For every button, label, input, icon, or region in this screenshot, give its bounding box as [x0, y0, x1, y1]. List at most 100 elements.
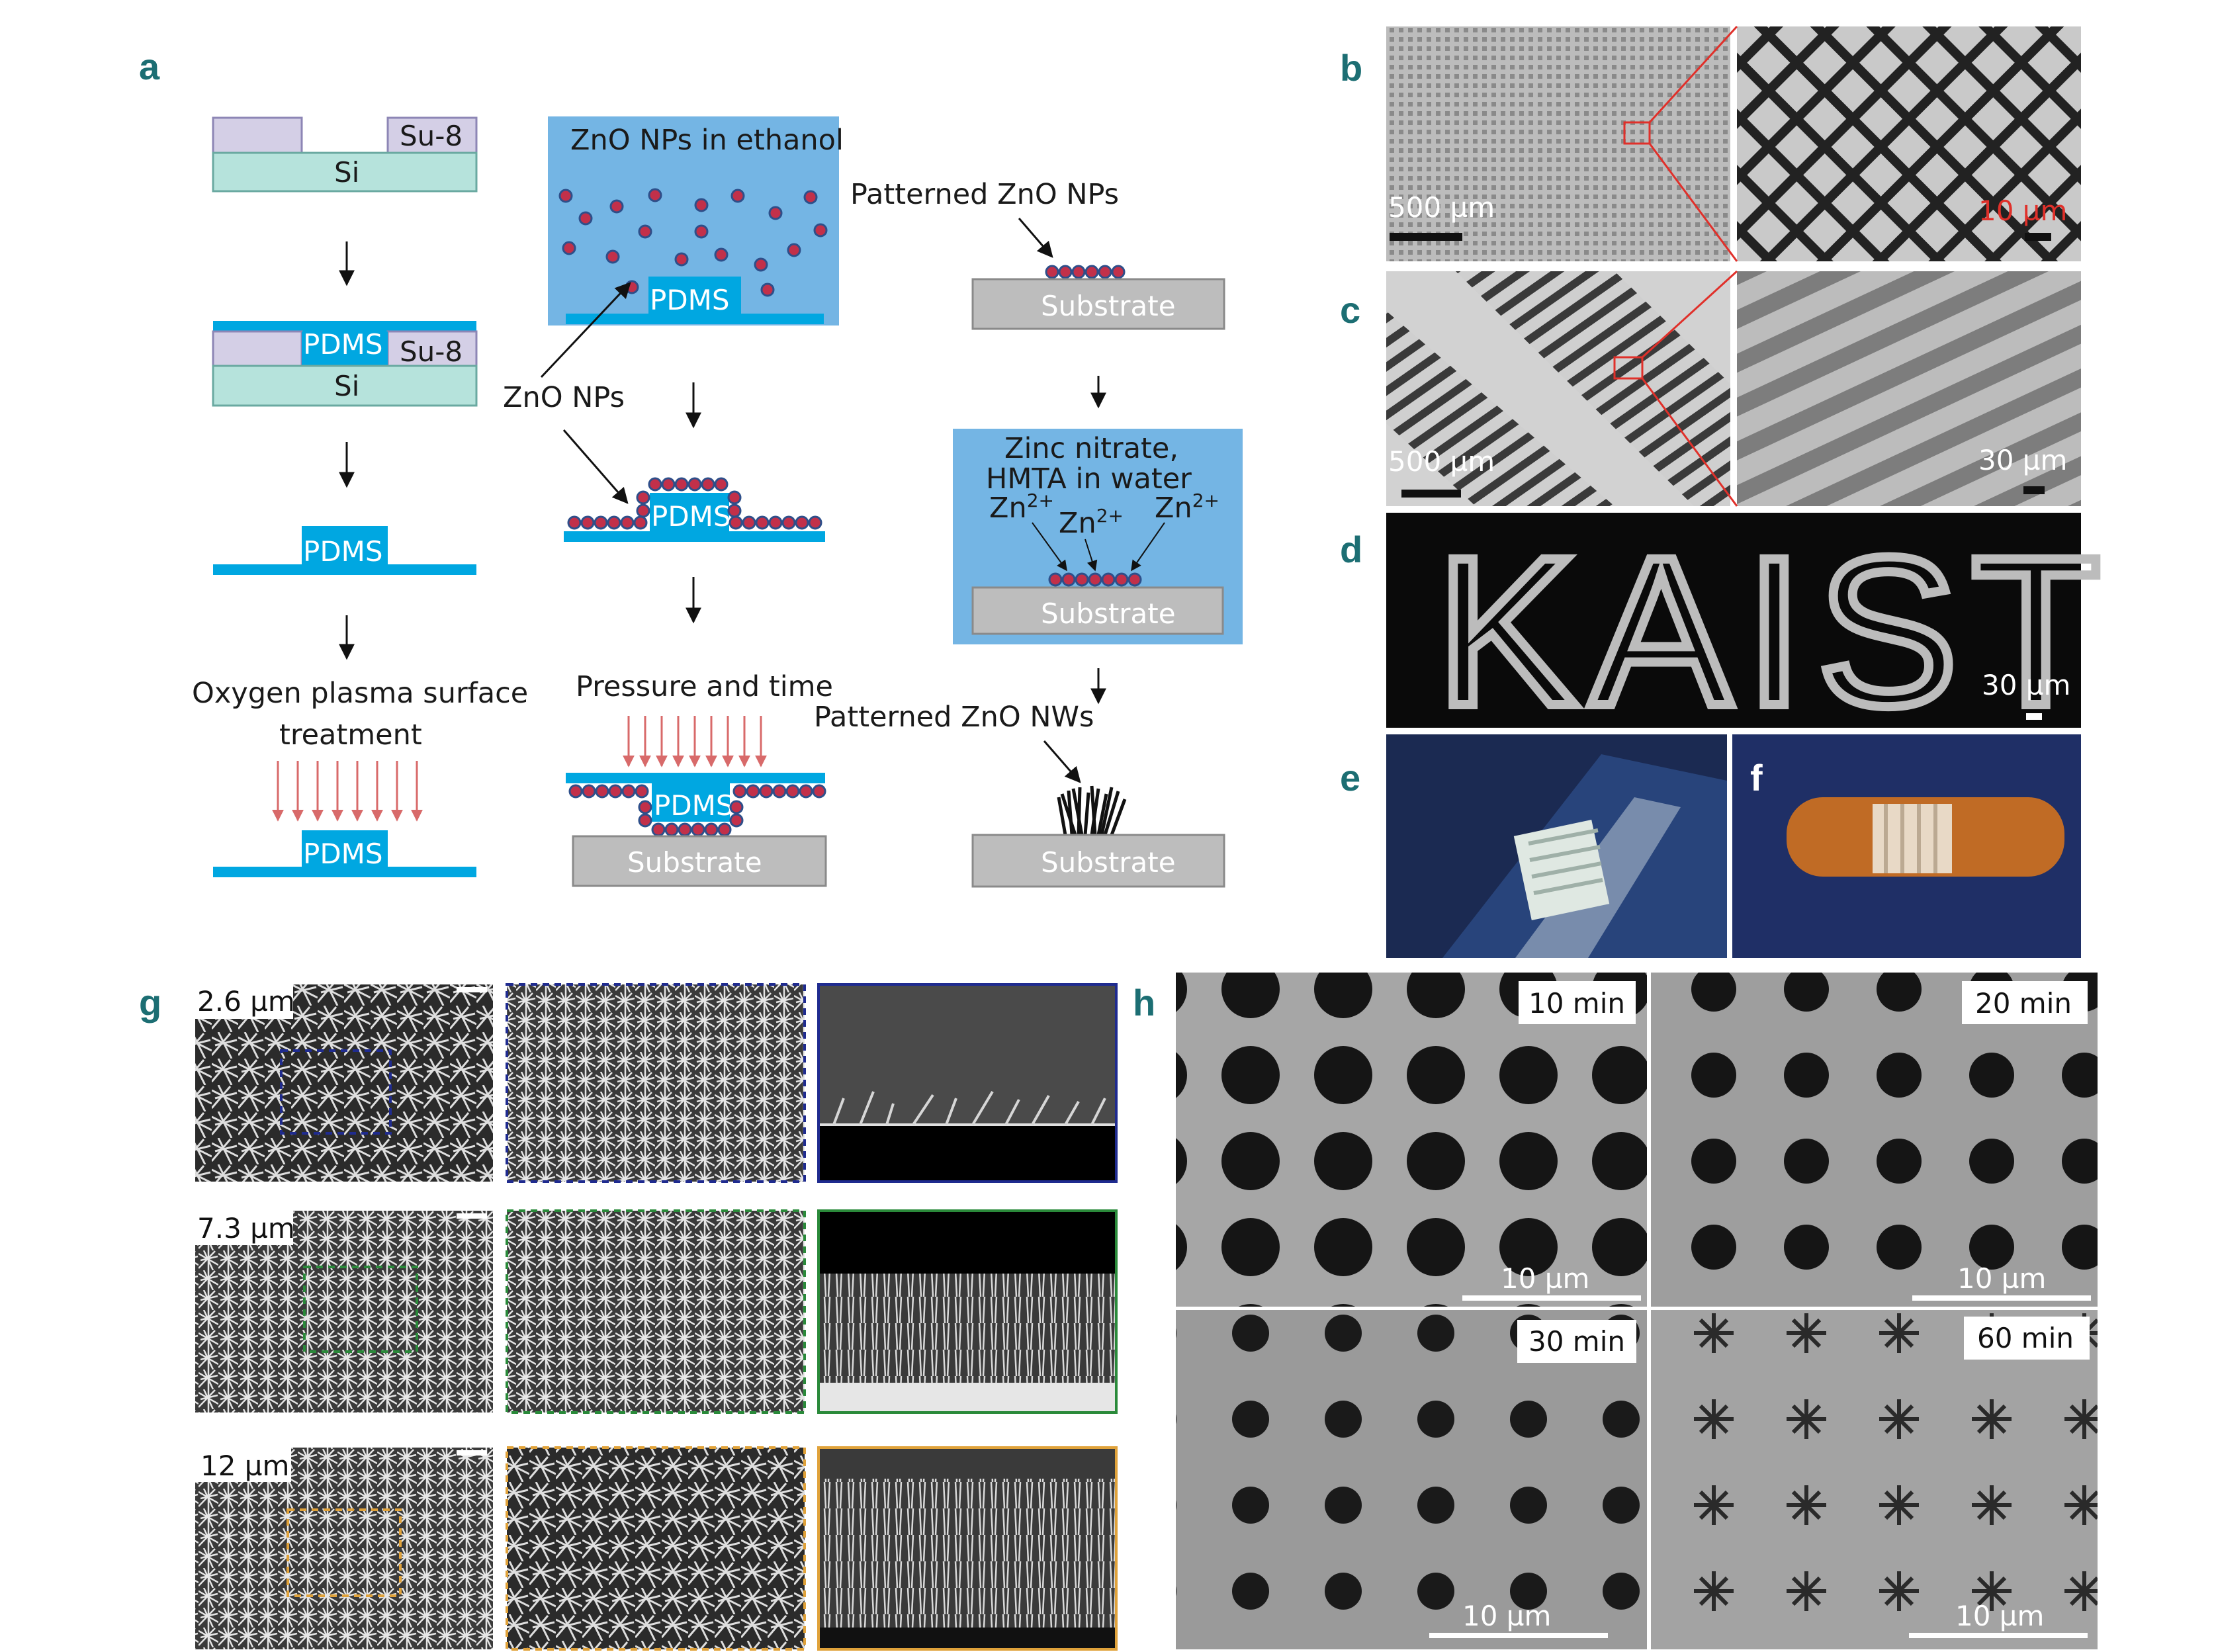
h-time-10: 10 min	[1528, 987, 1625, 1020]
patterned-nps-label: Patterned ZnO NPs	[850, 178, 1119, 211]
patterned-nps-substrate: Substrate	[971, 265, 1225, 330]
panel-e-photo	[1386, 734, 1727, 958]
g-row2-zoom	[506, 1209, 806, 1414]
pdms-label: PDMS	[303, 838, 383, 870]
h-time-badge	[1519, 981, 1636, 1024]
final-substrate: Substrate	[971, 834, 1225, 888]
substrate-label: Substrate	[627, 846, 762, 879]
g-row3-thickness: 12 µm	[200, 1450, 289, 1482]
h-divider	[1176, 1307, 2098, 1310]
scale-label: 500 µm	[1388, 191, 1495, 224]
panel-c-stripe-band-2	[1386, 311, 1615, 506]
scale-bar	[1390, 233, 1462, 241]
substrate-label: Substrate	[1041, 846, 1176, 879]
panel-label-f: f	[1750, 757, 1763, 799]
su8-label: Su-8	[400, 120, 463, 152]
h-10min-sem	[1176, 973, 1647, 1307]
g-row3-dashed-box	[287, 1508, 402, 1597]
nanoparticle-cluster	[558, 188, 828, 297]
su8-label: Su-8	[400, 335, 463, 368]
zoom-line	[1648, 25, 1738, 124]
panel-label-d: d	[1340, 529, 1362, 570]
g-row3-zoom	[506, 1446, 806, 1651]
oxygen-treatment-label: Oxygen plasma surface	[192, 677, 528, 710]
zn-ion-right: Zn2+	[1155, 490, 1219, 525]
pointer-arrow	[1043, 740, 1081, 783]
g-row3-label-bg	[195, 1448, 291, 1482]
si-label: Si	[334, 156, 359, 189]
panel-d-sem	[1386, 513, 2081, 728]
h-20min-sem	[1651, 973, 2098, 1307]
growth-solution-bath: Substrate	[953, 429, 1243, 644]
g-row1-zoom	[506, 983, 806, 1183]
zoom-line	[1648, 143, 1738, 262]
g-row2-cross-section	[817, 1209, 1118, 1414]
pointer-arrow	[562, 429, 629, 504]
panel-label-c: c	[1340, 289, 1360, 331]
plasma-arrows	[272, 761, 423, 822]
coated-stamp: PDMS	[564, 477, 825, 542]
panel-b-sem-high	[1737, 26, 2081, 261]
h-time-badge	[1962, 981, 2088, 1024]
h-scale-label: 10 µm	[1955, 1600, 2044, 1632]
kaist-pattern-text: KAIST	[1436, 513, 2114, 750]
zn-ion-left: Zn2+	[989, 490, 1054, 525]
nanowire-array	[1057, 785, 1127, 836]
hmta-label: HMTA in water	[986, 462, 1192, 496]
h-scale-bar	[1912, 1295, 2091, 1301]
panel-label-e: e	[1340, 757, 1360, 799]
nps-in-ethanol-label: ZnO NPs in ethanol	[570, 124, 844, 157]
zoom-line	[1641, 378, 1738, 507]
h-time-60: 60 min	[1977, 1322, 2074, 1354]
step3-pdms-stamp: PDMS	[213, 526, 476, 575]
scale-bar	[2025, 233, 2051, 241]
g-row2-label-bg	[195, 1211, 293, 1245]
panel-b-sem-low	[1386, 26, 1730, 261]
g-row3-scale	[457, 1450, 487, 1456]
g-row1-cross-section	[817, 983, 1118, 1183]
pointer-arrow	[1018, 218, 1053, 258]
h-scale-label: 10 µm	[1462, 1600, 1551, 1632]
h-scale-bar	[1909, 1633, 2088, 1638]
h-time-20: 20 min	[1975, 987, 2072, 1020]
h-scale-bar	[1429, 1633, 1608, 1638]
h-time-badge	[1517, 1320, 1636, 1363]
h-scale-label: 10 µm	[1501, 1262, 1589, 1295]
panel-c-stripe-band	[1456, 271, 1730, 506]
pointer-arrow	[540, 282, 631, 378]
panel-label-a: a	[139, 46, 160, 87]
zno-nps-label: ZnO NPs	[503, 381, 625, 414]
oxygen-treatment-label-2: treatment	[279, 718, 422, 752]
zinc-nitrate-label: Zinc nitrate,	[1004, 432, 1178, 465]
panel-label-b: b	[1340, 47, 1362, 89]
h-scale-label: 10 µm	[1957, 1262, 2046, 1295]
panel-f-photo	[1732, 734, 2081, 958]
pdms-label: PDMS	[303, 535, 383, 568]
h-60min-sem	[1651, 1310, 2098, 1649]
step4-treated-stamp: PDMS	[213, 830, 476, 877]
zoom-line	[1641, 270, 1738, 359]
zn-ion-mid: Zn2+	[1059, 505, 1124, 540]
pointer-arrow	[1085, 539, 1098, 572]
g-row3-cross-section	[817, 1446, 1118, 1651]
g-row2-thickness: 7.3 µm	[197, 1212, 295, 1244]
substrate-label: Substrate	[1041, 290, 1176, 322]
g-row2-dashed-box	[303, 1266, 418, 1353]
g-row1-thickness: 2.6 µm	[197, 985, 295, 1018]
g-row2-scale	[457, 1213, 487, 1219]
scale-bar	[2023, 486, 2045, 494]
scale-bar	[1401, 490, 1461, 498]
pdms-label: PDMS	[654, 789, 734, 822]
panel-label-g: g	[139, 982, 161, 1023]
panel-c-sem-high	[1737, 271, 2081, 506]
si-label: Si	[334, 370, 359, 402]
panel-label-h: h	[1133, 982, 1155, 1023]
h-time-30: 30 min	[1528, 1325, 1625, 1358]
step1-su8-mold: Su-8 Si	[212, 116, 478, 193]
pressing-stamp: PDMS Substrate	[566, 773, 827, 887]
h-30min-sem	[1176, 1310, 1647, 1649]
h-time-badge	[1964, 1317, 2090, 1360]
scale-label: 30 µm	[1978, 444, 2067, 476]
pointer-arrow	[1032, 522, 1067, 572]
